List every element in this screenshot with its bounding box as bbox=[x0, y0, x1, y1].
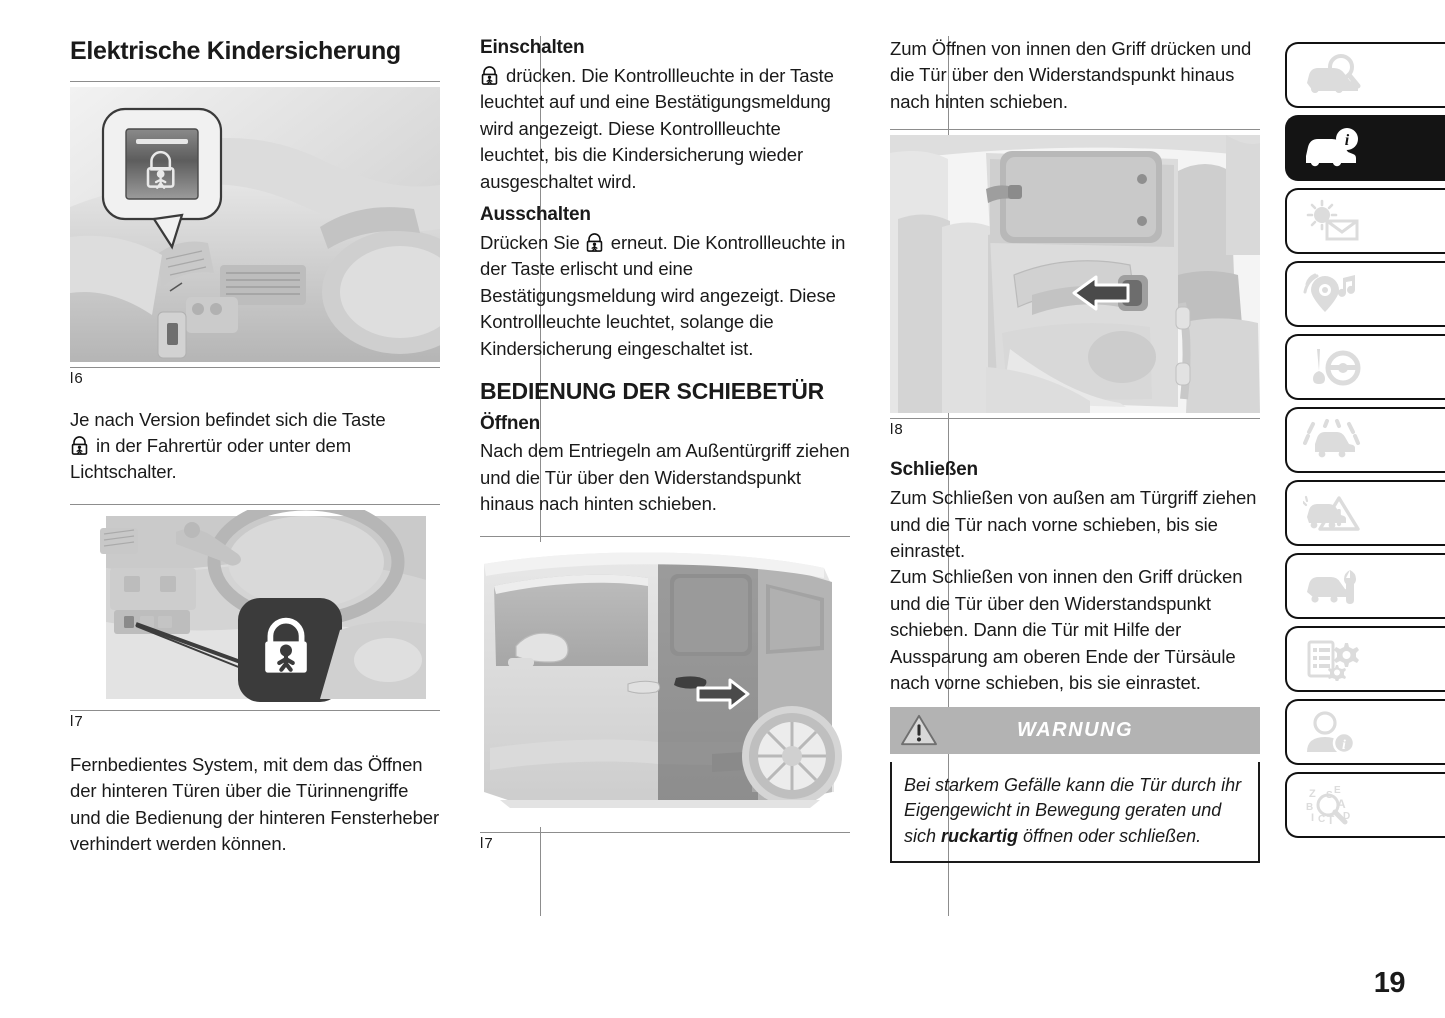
figure-17-van-image bbox=[480, 541, 850, 827]
van-side-illustration bbox=[480, 541, 850, 827]
column-2: Einschalten drücken. Die Kontrollleuchte… bbox=[480, 36, 850, 916]
car-search-icon bbox=[1307, 54, 1361, 93]
tab-stichwortverzeichnis[interactable]: Z B I C T E A D S bbox=[1285, 772, 1445, 838]
sun-seat-icon bbox=[1306, 199, 1359, 241]
warning-text-1: Bei starkem Gefälle kann die Tür durch i… bbox=[904, 774, 1242, 846]
page-title: Elektrische Kindersicherung bbox=[70, 37, 401, 65]
child-lock-badge bbox=[238, 597, 342, 702]
warning-body: Bei starkem Gefälle kann die Tür durch i… bbox=[890, 761, 1260, 864]
figure-17-van: l7 bbox=[480, 535, 850, 852]
figure-number: l7 bbox=[70, 712, 84, 730]
heading-bedienung-schiebetuer: BEDIENUNG DER SCHIEBETÜR bbox=[480, 378, 825, 405]
column-1: Elektrische Kindersicherung bbox=[70, 36, 440, 916]
tab-kundeninformation[interactable]: i bbox=[1285, 699, 1445, 765]
car-info-icon: i bbox=[1306, 128, 1358, 167]
tab-kurz-und-buendig[interactable] bbox=[1285, 42, 1445, 108]
dashboard-illustration bbox=[70, 86, 440, 362]
light-switch-illustration bbox=[70, 509, 440, 705]
svg-text:B: B bbox=[1306, 802, 1313, 813]
svg-text:C: C bbox=[1318, 814, 1325, 825]
figure-number: l7 bbox=[480, 834, 494, 852]
heading-einschalten: Einschalten bbox=[480, 37, 585, 58]
figure-rule-top bbox=[70, 80, 440, 82]
svg-text:i: i bbox=[1342, 738, 1346, 753]
paragraph-text: drücken. Die Kontrollleuchte in der Tast… bbox=[480, 64, 834, 192]
warning-label: WARNUNG bbox=[1016, 718, 1134, 741]
lane-assist-icon bbox=[1303, 419, 1360, 458]
chapter-tab-rail: i bbox=[1285, 42, 1445, 845]
figure-16-image bbox=[70, 86, 440, 362]
figure-rule-top bbox=[890, 129, 1260, 131]
figure-17: l7 bbox=[70, 503, 440, 730]
svg-text:T: T bbox=[1327, 813, 1335, 827]
content-columns: Elektrische Kindersicherung bbox=[70, 36, 1270, 916]
warning-block: WARNUNG Bei starkem Gefälle kann die Tür… bbox=[890, 706, 1260, 864]
interior-door-illustration bbox=[890, 135, 1260, 414]
svg-text:i: i bbox=[1345, 132, 1350, 149]
figure-rule-bottom bbox=[70, 366, 440, 368]
svg-text:D: D bbox=[1343, 811, 1350, 822]
callout-bubble bbox=[101, 107, 223, 250]
alphabet-search-icon: Z B I C T E A D S bbox=[1306, 785, 1350, 827]
paragraph-einschalten: drücken. Die Kontrollleuchte in der Tast… bbox=[480, 63, 850, 195]
column-divider-1 bbox=[540, 36, 541, 916]
svg-text:E: E bbox=[1334, 785, 1341, 796]
figure-number: l8 bbox=[890, 421, 904, 439]
child-lock-icon bbox=[480, 65, 499, 86]
figure-16: l6 bbox=[70, 80, 440, 387]
warning-text: Bei starkem Gefälle kann die Tür durch i… bbox=[904, 773, 1246, 850]
heading-oeffnen: Öffnen bbox=[480, 412, 541, 434]
warning-triangle-car-icon bbox=[1303, 495, 1360, 531]
svg-text:Z: Z bbox=[1309, 788, 1316, 800]
figure-rule-bottom bbox=[890, 418, 1260, 420]
paragraph-taste-position: Je nach Version befindet sich die Taste … bbox=[70, 407, 440, 486]
figure-rule-top bbox=[70, 503, 440, 505]
figure-rule-top bbox=[480, 535, 850, 537]
child-lock-icon bbox=[585, 232, 604, 253]
svg-text:I: I bbox=[1311, 812, 1314, 824]
figure-18-image bbox=[890, 135, 1260, 414]
child-lock-icon bbox=[70, 436, 89, 456]
list-gears-icon bbox=[1307, 640, 1359, 681]
column-divider-2 bbox=[948, 36, 949, 916]
paragraph-text-a: Je nach Version befindet sich die Taste bbox=[70, 408, 386, 430]
figure-rule-bottom bbox=[70, 709, 440, 711]
car-wrench-icon bbox=[1307, 570, 1356, 604]
tab-schluessel-tueren-fenster[interactable]: i bbox=[1285, 115, 1445, 181]
person-info-icon: i bbox=[1307, 711, 1356, 754]
figure-18: l8 bbox=[890, 129, 1260, 438]
navigation-media-icon bbox=[1303, 273, 1355, 312]
warning-triangle-icon bbox=[901, 715, 937, 746]
tab-service-wartung[interactable] bbox=[1285, 553, 1445, 619]
warning-text-2: öffnen oder schließen. bbox=[1018, 825, 1202, 846]
svg-text:A: A bbox=[1337, 797, 1346, 811]
warning-text-bold: ruckartig bbox=[941, 825, 1019, 846]
tab-ablagen-infotainment[interactable] bbox=[1285, 261, 1445, 327]
paragraph-text-b: erneut. Die Kontrollleuchte in der Taste… bbox=[480, 231, 846, 359]
tab-fahrzeugwartung[interactable] bbox=[1285, 480, 1445, 546]
tab-sitze-rueckhaltesysteme[interactable] bbox=[1285, 188, 1445, 254]
tab-fahren-bedienung[interactable] bbox=[1285, 407, 1445, 473]
paragraph-oeffnen: Nach dem Entriegeln am Außentürgriff zie… bbox=[480, 440, 850, 515]
paragraph-ausschalten: Drücken Sie erneut. Die Kontrollleuchte … bbox=[480, 230, 850, 362]
heading-ausschalten: Ausschalten bbox=[480, 204, 591, 226]
paragraph-oeffnen-innen: Zum Öffnen von innen den Griff drücken u… bbox=[890, 38, 1252, 112]
paragraph-schliessen-aussen: Zum Schließen von außen am Türgriff zieh… bbox=[890, 487, 1257, 562]
figure-number: l6 bbox=[70, 369, 84, 387]
tab-technische-daten[interactable] bbox=[1285, 626, 1445, 692]
figure-rule-bottom bbox=[480, 831, 850, 833]
page-number: 19 bbox=[1373, 967, 1406, 999]
paragraph-schliessen-innen: Zum Schließen von innen den Griff drücke… bbox=[890, 566, 1243, 694]
warning-header: WARNUNG bbox=[890, 706, 1260, 754]
figure-17-image bbox=[70, 509, 440, 705]
wiper-steering-icon bbox=[1313, 349, 1361, 386]
column-3: Zum Öffnen von innen den Griff drücken u… bbox=[890, 36, 1260, 916]
tab-instrumente-bedienelemente[interactable] bbox=[1285, 334, 1445, 400]
paragraph-fernbedientes-system: Fernbedientes System, mit dem das Öffnen… bbox=[70, 753, 440, 855]
heading-schliessen: Schließen bbox=[890, 459, 978, 481]
paragraph-text-a: Drücken Sie bbox=[480, 231, 585, 253]
paragraph-text-b: in der Fahrertür oder unter dem Lichtsch… bbox=[70, 434, 352, 483]
